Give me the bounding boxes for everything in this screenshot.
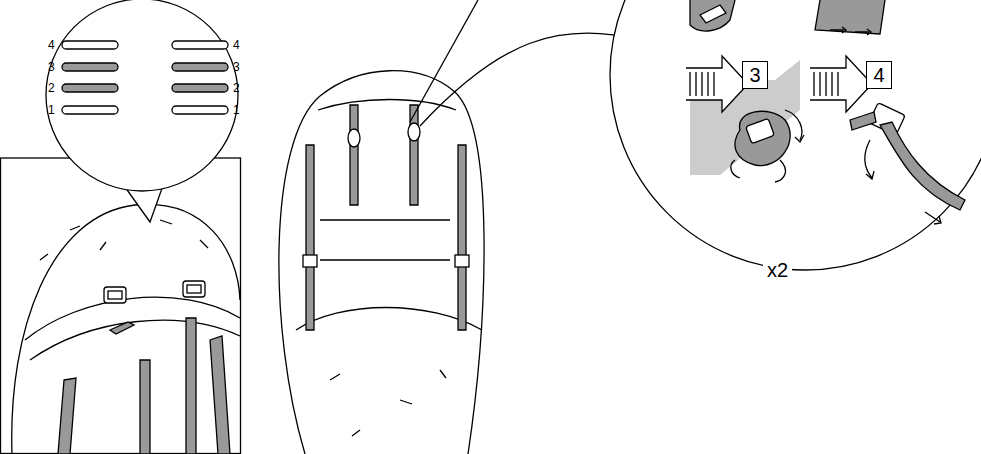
buckle (303, 255, 317, 267)
strap (880, 122, 965, 210)
hatched-arrow (686, 56, 748, 112)
arrow-hatching (814, 72, 838, 96)
arrow-head (934, 216, 941, 224)
hood-seam (25, 297, 240, 340)
pull-arrow (925, 212, 940, 222)
pull-arrow (830, 30, 869, 32)
hood-seam (30, 320, 240, 360)
slot-number: 3 (233, 60, 240, 74)
turn-arrow (785, 110, 802, 140)
strap-coil (735, 111, 790, 165)
buckle-teeth (187, 285, 201, 293)
arrow-hatching (690, 72, 714, 96)
callout-circle (46, 0, 238, 191)
leader-line (410, 0, 478, 122)
strap-slot (172, 63, 228, 71)
repeat-count: x2 (763, 259, 792, 281)
step-sketch (690, 0, 735, 31)
arrow-head (795, 135, 804, 142)
strap-slot (62, 84, 118, 92)
strap (58, 378, 76, 454)
arrow-head (842, 27, 871, 35)
turn-arrow (731, 160, 740, 178)
buckle (183, 281, 205, 297)
tail-join (123, 181, 162, 184)
buckle (104, 287, 126, 303)
strap-slot (172, 41, 228, 49)
buckle (408, 123, 420, 141)
strap (458, 145, 466, 330)
hatched-arrow (810, 56, 872, 112)
strap-slot (62, 41, 118, 49)
strap-slot (172, 84, 228, 92)
strap (306, 145, 314, 330)
strap (186, 318, 196, 454)
slot-number: 2 (233, 81, 240, 95)
hood-outline (279, 71, 484, 454)
leader-line (420, 33, 640, 126)
hood-outline (12, 204, 240, 454)
slot-number: 4 (48, 38, 55, 52)
step-number-box: 3 (742, 61, 768, 89)
strap-slot (172, 106, 228, 114)
detail-box (1, 158, 241, 454)
strap-slot (62, 106, 118, 114)
hood-seam (296, 308, 482, 331)
fabric-folds (40, 220, 208, 260)
strap (850, 112, 876, 130)
turn-arrow (865, 140, 872, 178)
step-number-box: 4 (866, 61, 892, 89)
steps-callout (610, 0, 981, 270)
arrow-head (866, 171, 874, 179)
slot-number: 4 (233, 38, 240, 52)
hood-overview (279, 71, 484, 454)
hood-seam (318, 100, 456, 111)
buckle-teeth (108, 291, 122, 299)
step-sketch (815, 0, 885, 34)
slot-number: 3 (48, 60, 55, 74)
strap (140, 360, 150, 454)
slot-number: 1 (233, 103, 240, 117)
callout-circle (610, 0, 981, 270)
detail-frame (1, 158, 241, 454)
hood-panel (320, 220, 450, 260)
buckle (348, 129, 360, 147)
strap (350, 105, 358, 205)
fabric-folds (330, 370, 446, 436)
leader-lines (410, 0, 640, 126)
strap (210, 336, 230, 454)
step-number: 3 (749, 64, 760, 86)
strap-end (110, 322, 134, 334)
buckle (455, 255, 469, 267)
buckle (700, 5, 726, 23)
turn-arrow (775, 160, 785, 182)
slot-number: 2 (48, 81, 55, 95)
step-number: 4 (873, 64, 884, 86)
slot-callout (46, 0, 238, 222)
buckle (746, 118, 775, 143)
slot-number: 1 (48, 103, 55, 117)
strap-slot (62, 63, 118, 71)
